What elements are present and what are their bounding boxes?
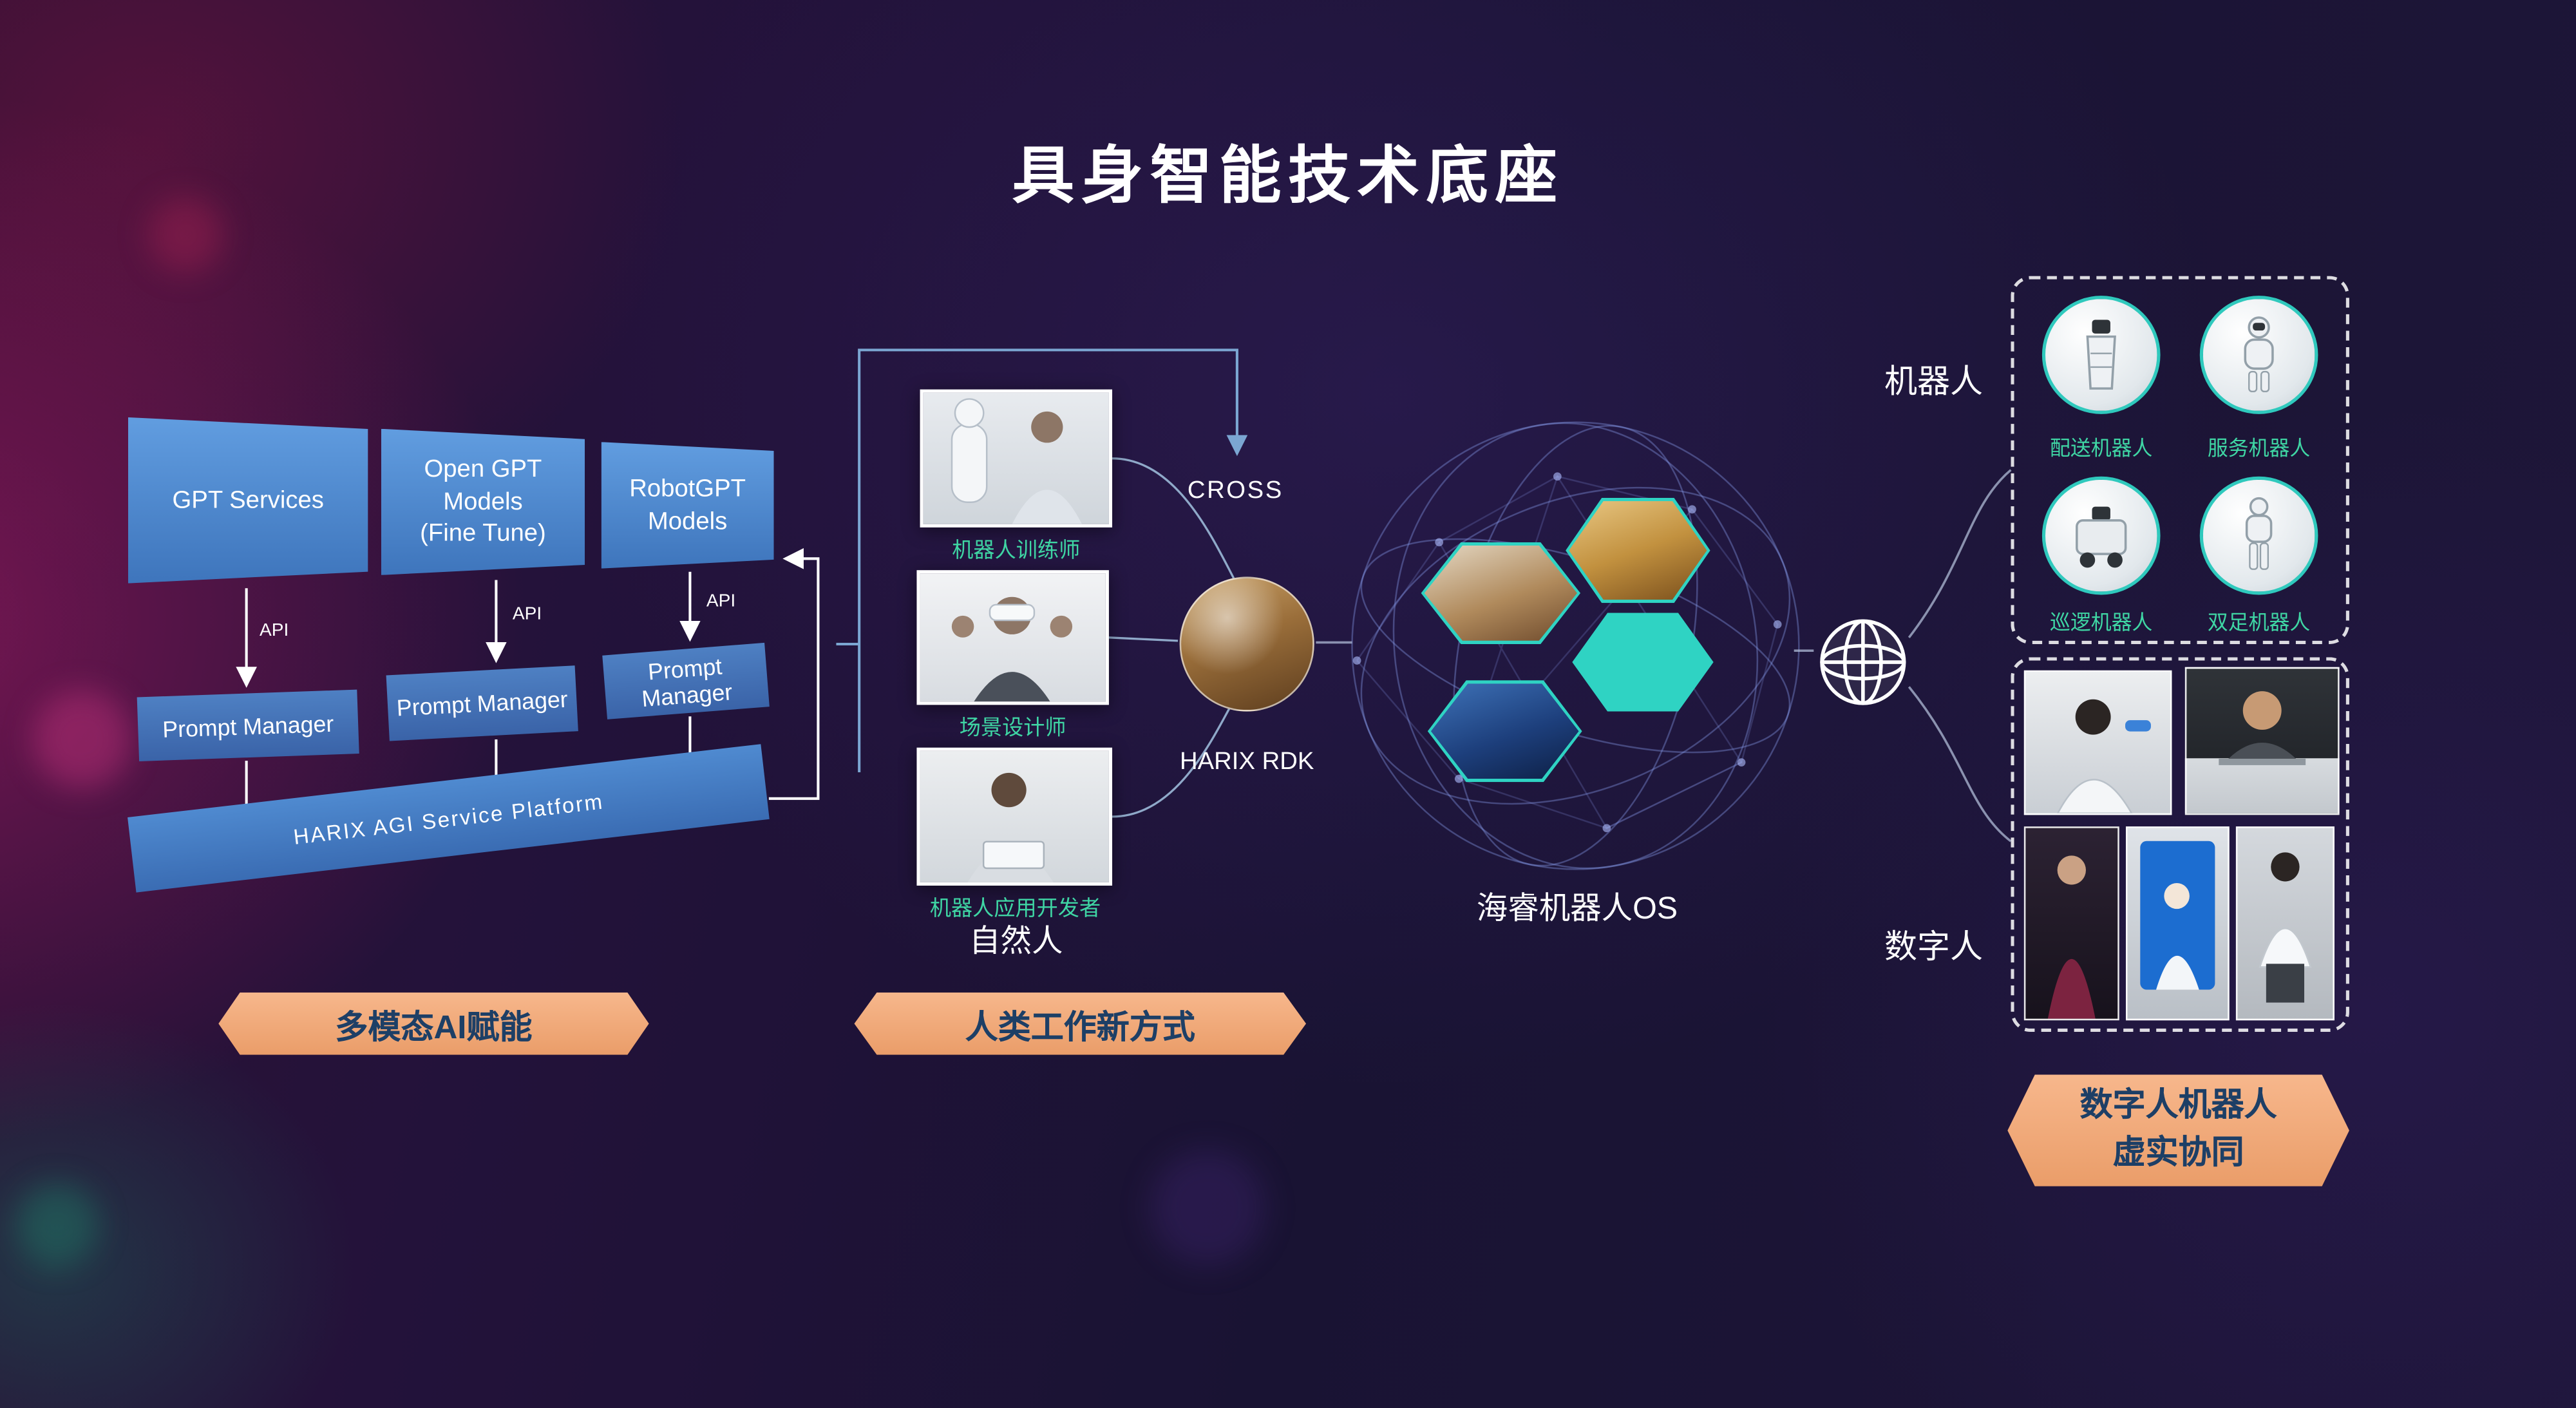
open-gpt-models-box: Open GPT Models (Fine Tune) [381, 428, 585, 575]
digital-human-laptop-image [2184, 667, 2340, 815]
banner-multimodal-ai: 多模态AI赋能 [218, 992, 649, 1055]
prompt-manager-2: Prompt Manager [386, 665, 578, 741]
robots-group-box [2011, 276, 2349, 644]
digital-human-uniform-image [2023, 826, 2119, 1021]
api-label-3: API [706, 591, 736, 611]
banner-collaboration-line2: 虚实协同 [2112, 1135, 2244, 1172]
robots-title: 机器人 [1884, 365, 1984, 401]
page-title: 具身智能技术底座 [1012, 142, 1564, 213]
api-label-1: API [260, 621, 289, 641]
scene-designer-illustration [951, 596, 1073, 702]
globe-to-robots-line [1908, 469, 2012, 638]
service-robot-label: 服务机器人 [2207, 437, 2311, 461]
caption-scene-designer: 场景设计师 [959, 714, 1066, 739]
digital-human-presenter-image [2023, 670, 2172, 815]
service-robot-image [2199, 296, 2318, 414]
delivery-robot-label: 配送机器人 [2049, 437, 2153, 461]
photo-app-developer [916, 747, 1113, 886]
harix-agi-platform-label: HARIX AGI Service Platform [292, 788, 605, 849]
prompt-manager-1: Prompt Manager [137, 689, 359, 761]
patrol-robot-icon [2076, 506, 2127, 568]
photo3-to-rdk-line [1112, 703, 1233, 818]
harix-rdk-label: HARIX RDK [1180, 747, 1314, 776]
api-label-2: API [512, 604, 542, 625]
globe-icon [1814, 613, 1912, 712]
banner-human-work-label: 人类工作新方式 [965, 1009, 1195, 1046]
robotgpt-models-label: RobotGPT Models [629, 475, 746, 535]
biped-robot-label: 双足机器人 [2207, 611, 2311, 634]
globe-to-digital-line [1908, 686, 2012, 842]
hex-scene-living-room-image [1424, 545, 1577, 641]
natural-person-label: 自然人 [969, 925, 1063, 960]
hex-scene-showroom-image [1575, 616, 1710, 709]
patrol-robot-image [2041, 476, 2161, 595]
banner-virtual-real-collaboration: 数字人机器人 虚实协同 [2007, 1074, 2349, 1186]
digital-humans-group-box [2011, 657, 2349, 1032]
banner-human-work: 人类工作新方式 [854, 992, 1307, 1055]
digital-girl-illustration [2259, 852, 2312, 1003]
app-developer-illustration [967, 772, 1054, 882]
bracket-to-cross-line [858, 348, 1248, 772]
banner-multimodal-ai-label: 多模态AI赋能 [335, 1009, 533, 1046]
delivery-robot-icon [2086, 319, 2116, 390]
gpt-services-box: GPT Services [128, 417, 368, 584]
service-robot-icon [2244, 316, 2274, 393]
cross-label: CROSS [1187, 476, 1283, 505]
photo2-to-rdk-line [1108, 636, 1179, 642]
bokeh-spot [1150, 1150, 1265, 1266]
biped-robot-image [2199, 476, 2318, 595]
harix-rdk-image [1179, 576, 1314, 712]
hex-scene-living-room [1421, 542, 1581, 644]
hex-scene-industrial-image [1430, 683, 1579, 779]
hex-scene-wooden-room-image [1569, 501, 1707, 600]
bokeh-spot [16, 1183, 99, 1266]
digital-laptop-illustration [2219, 691, 2306, 765]
harix-os-label: 海睿机器人OS [1476, 892, 1678, 927]
digital-humans-title: 数字人 [1884, 929, 1984, 966]
hex-scene-industrial [1427, 680, 1582, 783]
photo-robot-trainer [920, 389, 1113, 528]
digital-presenter-illustration [2056, 699, 2151, 813]
digital-uniform-illustration [2047, 855, 2096, 1019]
digital-human-girl-image [2235, 826, 2334, 1021]
prompt-manager-3: Prompt Manager [602, 642, 770, 719]
gpt-services-label: GPT Services [172, 486, 324, 514]
delivery-robot-image [2041, 296, 2161, 414]
digital-kiosk-illustration [2140, 841, 2215, 990]
digital-human-kiosk-image [2125, 826, 2230, 1021]
caption-app-developer: 机器人应用开发者 [929, 895, 1101, 920]
prompt-manager-3-label: Prompt Manager [640, 652, 734, 711]
photo1-to-rdk-line [1112, 457, 1235, 579]
open-gpt-models-label: Open GPT Models (Fine Tune) [420, 455, 546, 548]
robot-trainer-illustration [951, 398, 1083, 524]
prompt-manager-2-label: Prompt Manager [395, 685, 569, 721]
caption-robot-trainer: 机器人训练师 [952, 537, 1081, 562]
bokeh-spot [33, 690, 132, 789]
patrol-robot-label: 巡逻机器人 [2049, 611, 2153, 634]
robotgpt-models-box: RobotGPT Models [601, 442, 774, 569]
prompt-manager-1-label: Prompt Manager [162, 709, 334, 742]
biped-robot-icon [2245, 497, 2273, 570]
photo-scene-designer [916, 570, 1109, 705]
bokeh-spot [147, 197, 223, 273]
banner-collaboration-line1: 数字人机器人 [2079, 1087, 2277, 1124]
feedback-loop-line [768, 548, 820, 800]
